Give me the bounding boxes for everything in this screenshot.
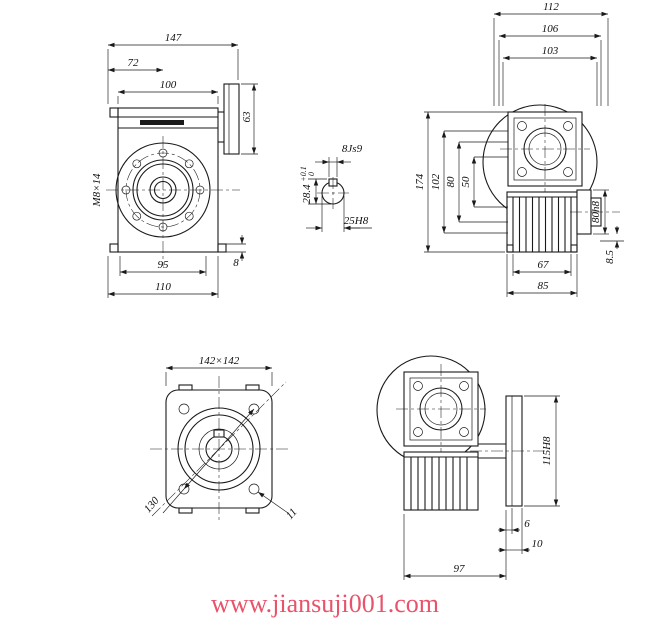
dim-overall-width: 147 [165, 32, 182, 44]
dim-height-102: 102 [430, 173, 442, 190]
dim-key-depth-tol-lower: 0 [307, 172, 316, 176]
corner-hole [248, 483, 260, 495]
cooling-fins [410, 457, 468, 510]
foot-tab [109, 243, 119, 253]
cooling-fins [512, 197, 572, 252]
dim-hub-dia: 80h8 [590, 201, 602, 224]
foot-tab [570, 244, 578, 253]
dim-offset-6: 6 [524, 518, 530, 530]
dim-depth-103: 103 [542, 45, 559, 57]
dim-key-width: 8Js9 [342, 143, 363, 155]
dim-height-80: 80 [445, 176, 457, 188]
dim-foot-height: 8 [233, 257, 239, 269]
finned-body [506, 191, 578, 253]
dim-base-85: 85 [538, 280, 550, 292]
dim-depth-112: 112 [543, 1, 559, 13]
dim-key-depth: 28.4 [301, 184, 313, 204]
bolt-spec-label: M8×14 [91, 173, 103, 208]
dim-left-offset: 72 [128, 57, 140, 69]
finned-body [403, 451, 479, 511]
dim-depth-97: 97 [454, 563, 466, 575]
dim-hole-dia: 11 [284, 506, 300, 522]
dim-bolt-diagonal: 130 [142, 494, 162, 515]
dim-bore-dia: 25H8 [344, 215, 369, 227]
dim-height-50: 50 [460, 176, 472, 188]
oil-slot [140, 120, 184, 125]
dim-bolt-spacing: 95 [158, 259, 170, 271]
dim-offset-8-5: 8.5 [604, 250, 616, 264]
dim-base-width: 110 [155, 281, 171, 293]
dim-input-flange-height: 63 [241, 111, 253, 123]
dim-depth-106: 106 [542, 23, 559, 35]
corner-hole [178, 403, 190, 415]
output-side-view: 115H8 6 10 97 [376, 355, 560, 580]
front-view: 147 72 100 95 110 8 63 M8×14 [91, 32, 258, 298]
dim-offset-10: 10 [532, 538, 544, 550]
dim-body-width: 100 [160, 79, 177, 91]
dim-height-174: 174 [414, 173, 426, 190]
watermark-text: www.jiansuji001.com [211, 589, 439, 618]
foot-tab [506, 244, 514, 253]
side-view: 112 106 103 174 102 80 50 80h8 8.5 [414, 1, 624, 297]
flange-face-view: 142×142 130 11 [142, 355, 300, 522]
input-flange-plate [218, 83, 240, 155]
dim-base-67: 67 [538, 259, 550, 271]
foot-tab [109, 107, 119, 118]
dim-flange-dia: 115H8 [541, 436, 553, 466]
foot-tab [217, 243, 227, 253]
housing-outline [117, 107, 219, 253]
bore-section-view: 8Js9 28.4 +0.1 0 25H8 [299, 143, 372, 232]
dim-flange-square: 142×142 [199, 355, 240, 367]
dim-key-depth-tol-upper: +0.1 [299, 166, 308, 181]
